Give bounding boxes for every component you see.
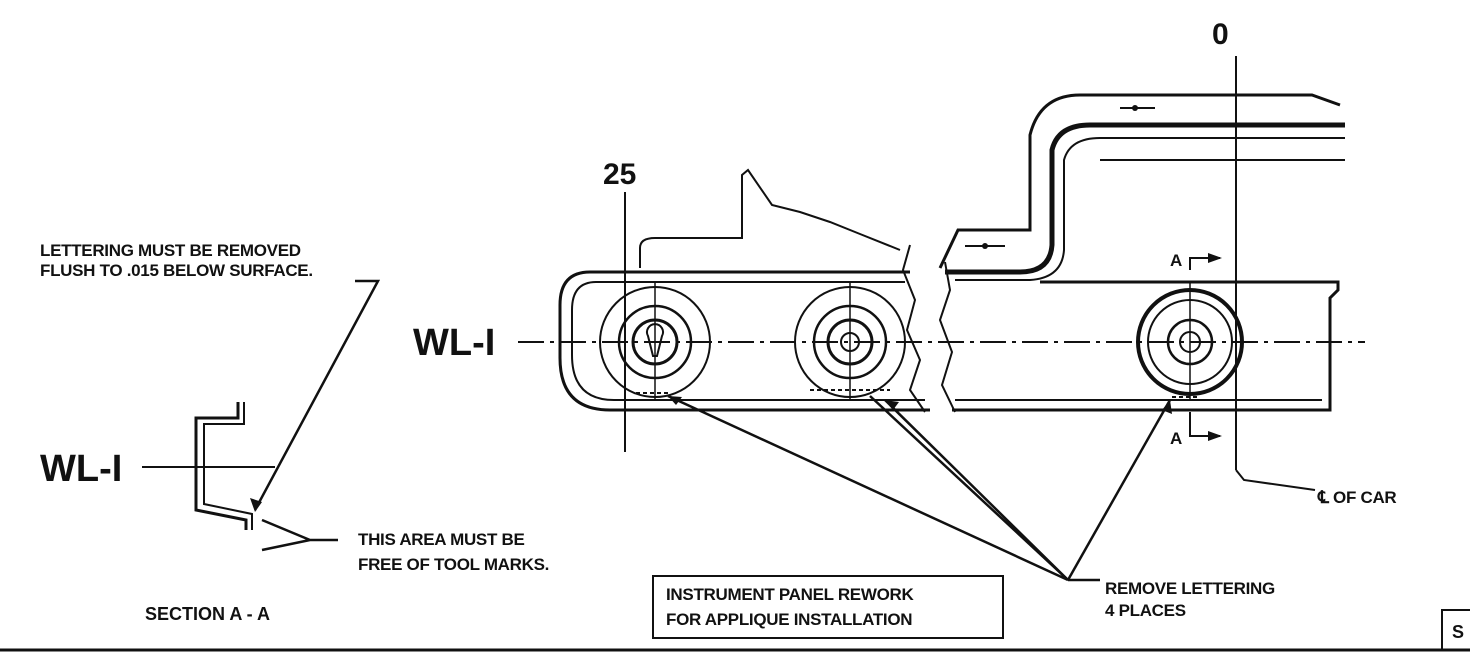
section-title: SECTION A - A: [145, 604, 270, 624]
right-break-line: [938, 261, 956, 413]
lettering-leader-arrow: [250, 498, 262, 512]
corner-fragment-label: S: [1452, 622, 1464, 642]
boss-1: [599, 282, 711, 400]
title-box-line1: INSTRUMENT PANEL REWORK: [666, 585, 914, 604]
boss-3: [1136, 282, 1244, 400]
title-box-line2: FOR APPLIQUE INSTALLATION: [666, 610, 912, 629]
centerline-leader: [1235, 469, 1316, 491]
lettering-leader: [253, 279, 381, 511]
corner-box: [1441, 609, 1470, 651]
lettering-note-line1: LETTERING MUST BE REMOVED: [40, 241, 301, 260]
tool-marks-line2: FREE OF TOOL MARKS.: [358, 555, 549, 574]
centerline-of-car-label: ℄ OF CAR: [1317, 488, 1396, 507]
section-a-a-profile: [142, 402, 275, 530]
right-panel-section: [938, 93, 1345, 413]
section-a-top-label: A: [1170, 251, 1182, 270]
boss-2: [794, 282, 906, 400]
section-cut-bottom: [1189, 412, 1220, 437]
remove-lettering-line1: REMOVE LETTERING: [1105, 579, 1275, 598]
lettering-note-line2: FLUSH TO .015 BELOW SURFACE.: [40, 261, 313, 280]
station-25-label: 25: [603, 158, 636, 191]
main-wl-label: WL-I: [413, 322, 495, 364]
zero-station-label: 0: [1212, 18, 1229, 51]
lettering-marks: [636, 389, 1200, 398]
section-a-bottom-label: A: [1170, 429, 1182, 448]
remove-lettering-leaders: [667, 394, 1172, 582]
section-wl-label: WL-I: [40, 448, 122, 490]
left-break-line: [901, 244, 926, 413]
left-panel-section: [558, 168, 930, 413]
remove-lettering-line2: 4 PLACES: [1105, 601, 1186, 620]
tool-marks-line1: THIS AREA MUST BE: [358, 530, 524, 549]
tool-marks-leader: [261, 518, 338, 552]
title-box: [652, 575, 1004, 639]
